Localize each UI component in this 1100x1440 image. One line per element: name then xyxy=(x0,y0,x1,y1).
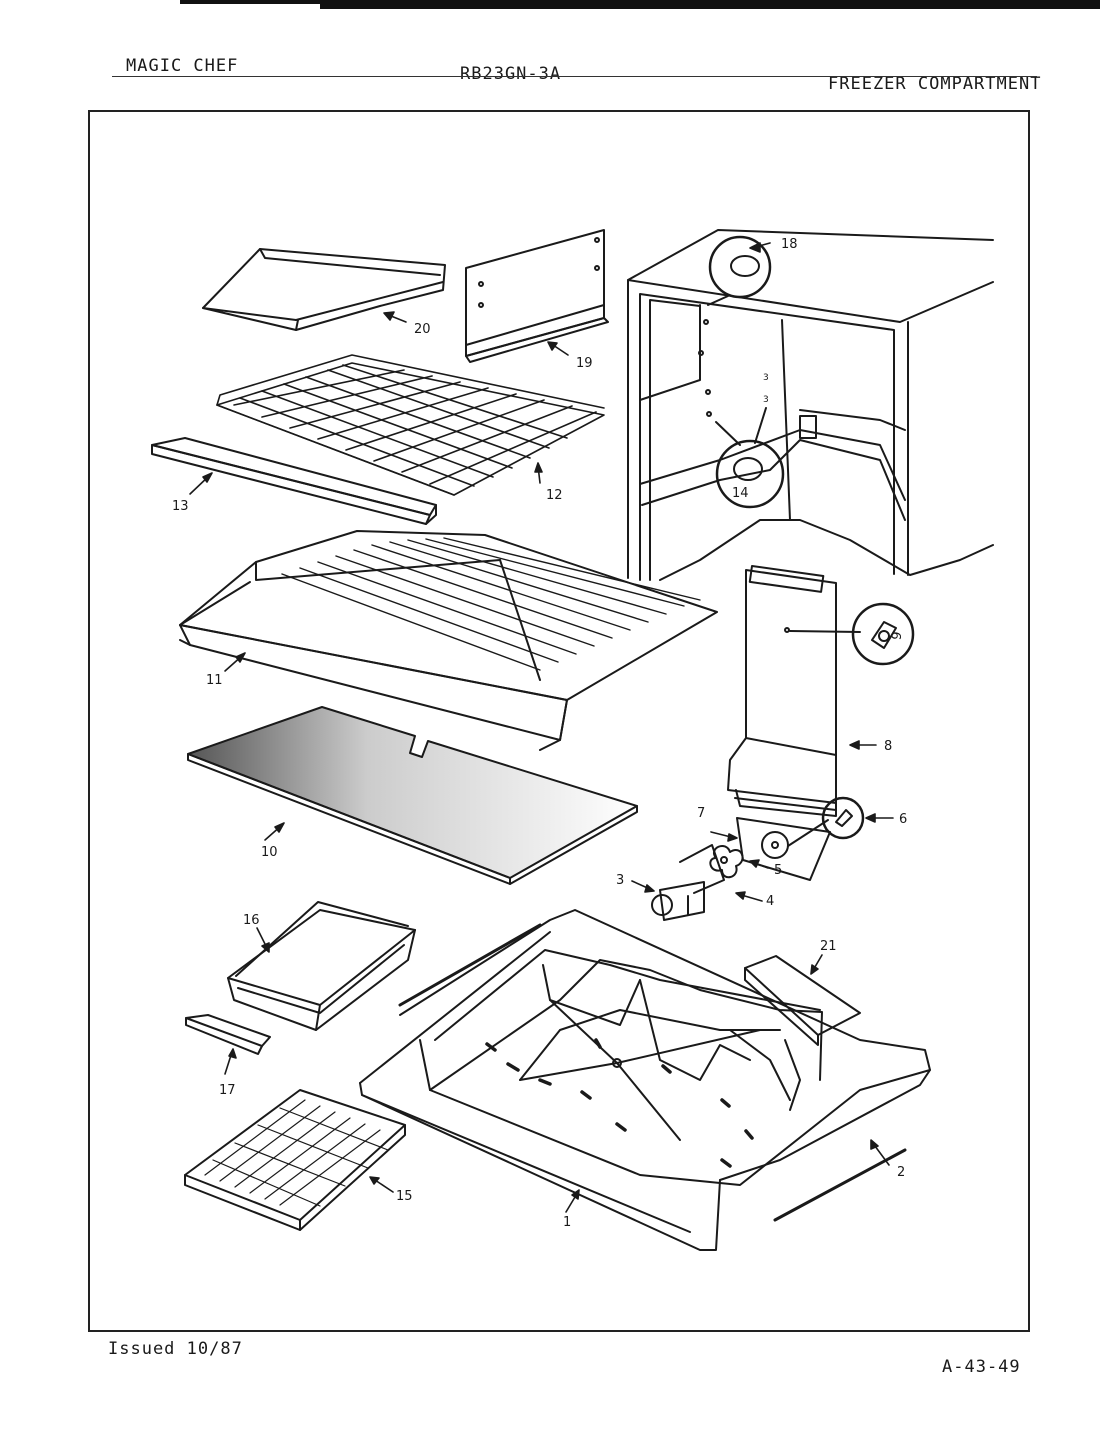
part-16-bin xyxy=(227,901,416,1031)
model-label: RB23GN-3A xyxy=(460,64,562,84)
part-13-shelf-trim xyxy=(151,437,437,525)
callout-leaders xyxy=(189,242,894,1213)
callout-13: 13 xyxy=(172,499,189,514)
callout-6: 6 xyxy=(899,812,907,827)
callout-12: 12 xyxy=(546,488,563,503)
fan-assembly xyxy=(651,796,865,921)
header-rule xyxy=(112,76,1037,77)
callout-21: 21 xyxy=(820,939,837,954)
part-12-wire-shelf xyxy=(216,354,605,496)
page-code: A-43-49 xyxy=(942,1357,1021,1377)
callout-7: 7 xyxy=(697,806,705,821)
callout-15: 15 xyxy=(396,1189,413,1204)
callout-9: 9 xyxy=(889,631,905,642)
callout-17: 17 xyxy=(219,1083,236,1098)
section-title: FREEZER COMPARTMENT xyxy=(828,74,1042,94)
callout-16: 16 xyxy=(243,913,260,928)
callout-10: 10 xyxy=(261,845,278,860)
callout-1: 1 xyxy=(563,1215,571,1230)
callout-2: 2 xyxy=(897,1165,905,1180)
part-8-evaporator-cover xyxy=(727,564,915,817)
svg-text:3: 3 xyxy=(763,373,769,383)
top-edge-mark xyxy=(320,0,1100,9)
part-20-tray xyxy=(202,248,446,331)
top-edge-mark-left xyxy=(180,0,320,4)
issued-date: Issued 10/87 xyxy=(108,1339,243,1359)
part-1-2-freezer-floor xyxy=(359,909,931,1251)
callout-3: 3 xyxy=(616,873,624,888)
part-17-rail xyxy=(185,1014,271,1055)
callout-14: 14 xyxy=(732,486,749,501)
part-19-panel xyxy=(465,229,609,363)
callout-5: 5 xyxy=(774,863,782,878)
part-11-freezer-shelf xyxy=(179,530,718,751)
callout-4: 4 xyxy=(766,894,774,909)
callout-11: 11 xyxy=(206,673,223,688)
diagram-frame xyxy=(88,110,1030,1332)
callout-18: 18 xyxy=(781,237,798,252)
callout-20: 20 xyxy=(414,322,431,337)
part-10-liner xyxy=(187,706,638,885)
part-21-flap xyxy=(744,955,861,1046)
svg-text:3: 3 xyxy=(763,395,769,405)
freezer-cabinet: 3 3 xyxy=(627,229,994,581)
callout-19: 19 xyxy=(576,356,593,371)
part-15-ice-tray xyxy=(184,1089,406,1231)
callout-8: 8 xyxy=(884,739,892,754)
